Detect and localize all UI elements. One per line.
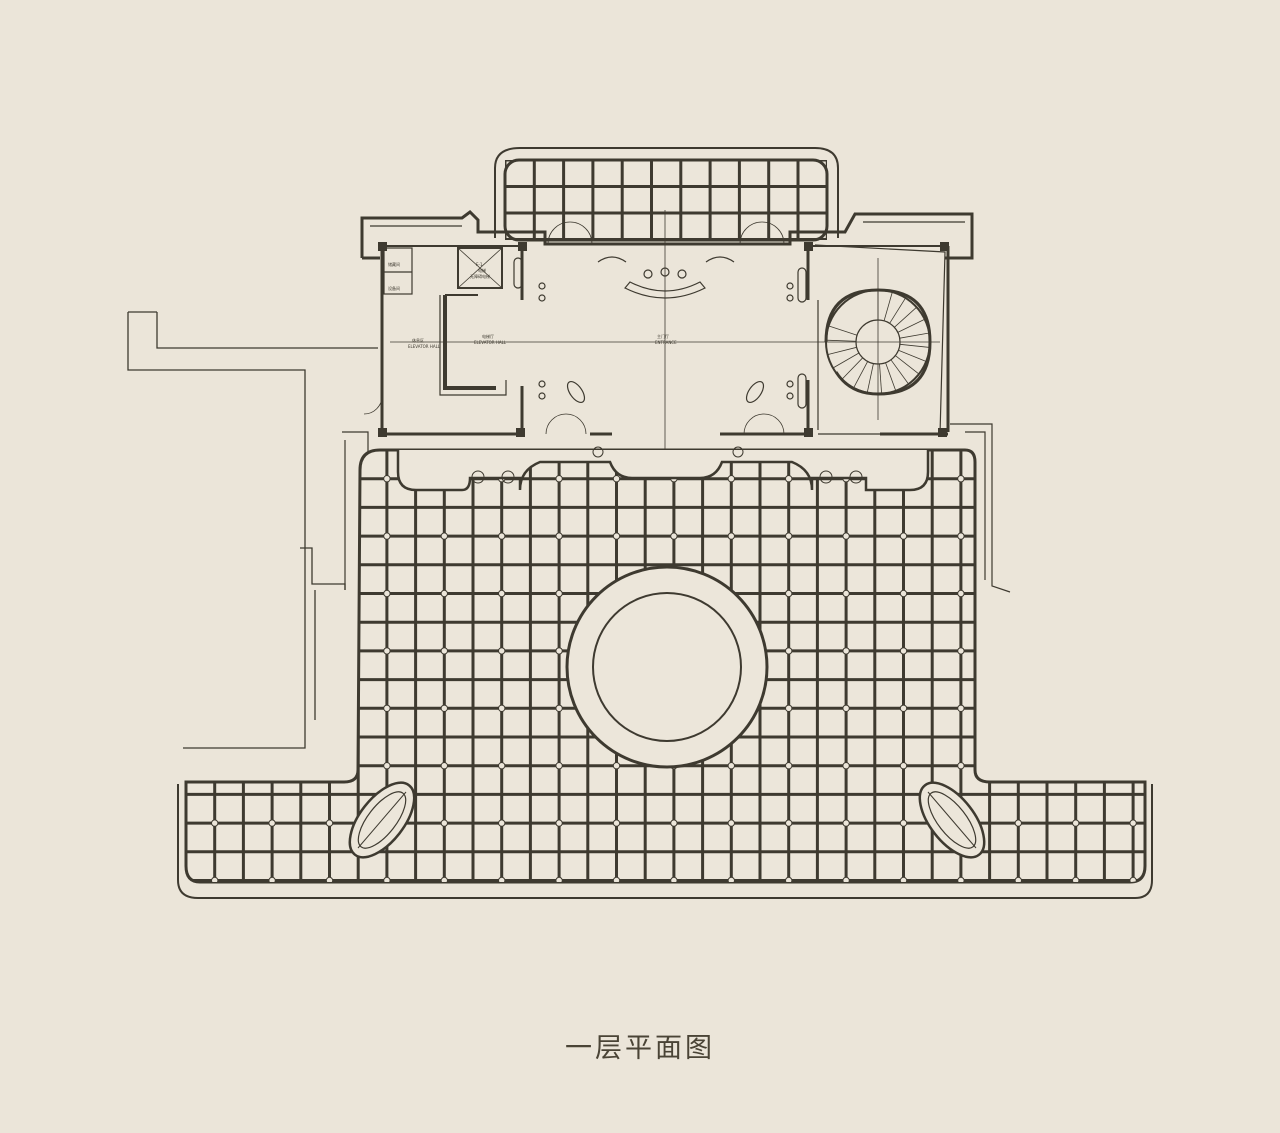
main-terrace bbox=[177, 446, 1153, 899]
plan-caption: 一层平面图 bbox=[565, 1033, 715, 1064]
left-room-label: 休息区 bbox=[412, 337, 424, 343]
furniture bbox=[513, 256, 807, 409]
center-room-label: 主门厅 bbox=[657, 333, 669, 339]
center-room-sub: ENTRANCE bbox=[655, 340, 677, 345]
store-b-label: 设备间 bbox=[388, 285, 400, 291]
site-boundary bbox=[127, 311, 378, 749]
top-terrace bbox=[494, 147, 839, 242]
right-boundary bbox=[342, 423, 1011, 593]
oval-skylight-icon bbox=[348, 781, 986, 859]
elevator-number: E-1 bbox=[476, 262, 483, 267]
circular-skylight-icon bbox=[565, 565, 769, 769]
building-walls bbox=[360, 210, 974, 437]
stair-room-label: 电梯厅 bbox=[482, 333, 494, 339]
stair-room-sub: ELEVATOR HALL bbox=[474, 340, 507, 345]
store-a-label: 储藏间 bbox=[388, 261, 400, 267]
elevator-accessible-label: 无障碍电梯 bbox=[470, 273, 490, 279]
elevator-label: 电梯 bbox=[478, 267, 486, 273]
left-room-sub: ELEVATOR HALL bbox=[408, 344, 441, 349]
spiral-stair-icon bbox=[824, 288, 932, 396]
room-labels: 休息区 ELEVATOR HALL 电梯厅 ELEVATOR HALL 主门厅 … bbox=[388, 261, 677, 349]
